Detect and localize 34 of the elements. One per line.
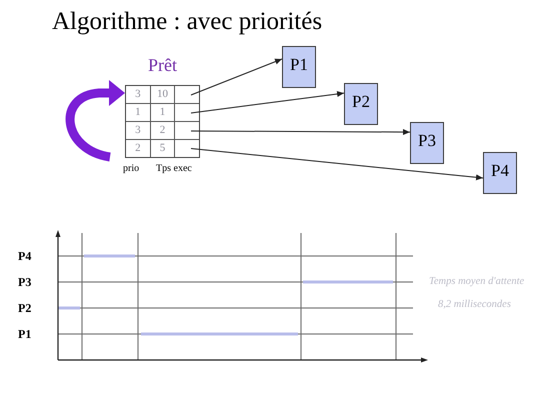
note-text: 8,2 millisecondes bbox=[438, 300, 511, 310]
curved-arrow bbox=[66, 80, 125, 162]
arrow bbox=[190, 129, 410, 136]
queue-title: Prêt bbox=[148, 55, 177, 76]
exec-time-value: 1 bbox=[160, 107, 166, 118]
process-box bbox=[410, 122, 444, 164]
process-box bbox=[483, 152, 517, 194]
arrow bbox=[190, 148, 484, 180]
priority-value: 3 bbox=[135, 89, 141, 100]
title: Algorithme : avec priorités bbox=[52, 9, 322, 34]
arrow bbox=[190, 58, 282, 96]
priority-value: 2 bbox=[135, 143, 141, 154]
process-box bbox=[344, 83, 378, 125]
exec-time-value: 2 bbox=[160, 125, 166, 136]
priority-value: 1 bbox=[135, 107, 141, 118]
column-label: Tps exec bbox=[156, 164, 192, 174]
process-label: P1 bbox=[290, 56, 308, 73]
note-text: Temps moyen d'attente bbox=[429, 277, 524, 288]
process-label: P4 bbox=[491, 162, 509, 179]
table-row bbox=[126, 104, 199, 122]
axis-label: P2 bbox=[18, 302, 32, 314]
column-label: prio bbox=[123, 164, 140, 174]
priority-value: 3 bbox=[135, 125, 141, 136]
table-row bbox=[126, 122, 199, 140]
axis-label: P4 bbox=[18, 250, 32, 262]
axis-label: P3 bbox=[18, 276, 32, 288]
process-label: P3 bbox=[418, 132, 436, 149]
exec-time-value: 5 bbox=[160, 143, 166, 154]
process-box bbox=[282, 46, 316, 88]
axis-label: P1 bbox=[18, 328, 32, 340]
arrow bbox=[190, 91, 344, 114]
table-row bbox=[126, 86, 199, 104]
exec-time-value: 10 bbox=[157, 89, 168, 100]
process-label: P2 bbox=[352, 93, 370, 110]
